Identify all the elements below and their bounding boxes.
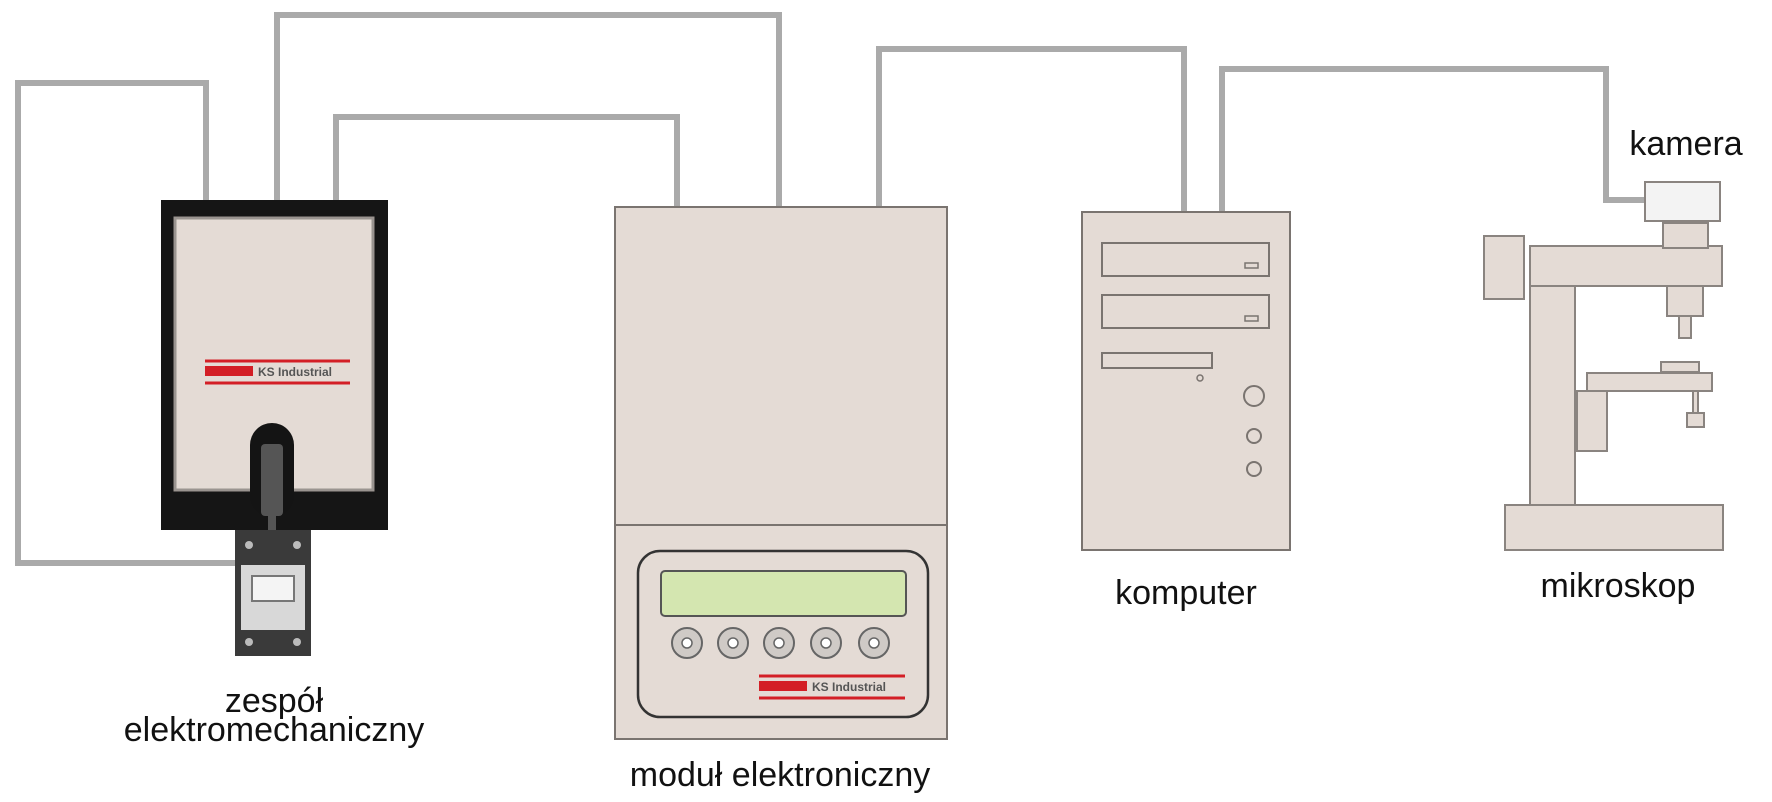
microscope-base [1504, 504, 1724, 551]
microscope-stage-support [1576, 390, 1608, 452]
screw-icon [245, 541, 253, 549]
microscope [1483, 181, 1724, 551]
microscope-lens [1678, 315, 1692, 339]
panel-button-4 [810, 627, 842, 659]
panel-button-5 [858, 627, 890, 659]
camera-icon [1644, 181, 1721, 222]
floppy-led [1196, 374, 1204, 382]
microscope-focus-rod [1692, 390, 1699, 414]
actuator-rod [261, 444, 283, 516]
label-komputer: komputer [1115, 574, 1257, 612]
microscope-stage-top [1660, 361, 1700, 373]
computer-tower [1081, 211, 1291, 551]
floppy-slot [1101, 352, 1213, 369]
brand-logo-text: KS Industrial [258, 365, 332, 379]
cable-modul-to-komputer [876, 46, 1187, 212]
electronic-module: KS Industrial [614, 206, 948, 740]
screw-icon [245, 638, 253, 646]
microscope-head [1662, 222, 1709, 249]
brand-logo-text: KS Industrial [812, 680, 886, 694]
label-modul: moduł elektroniczny [629, 756, 931, 794]
screw-icon [293, 541, 301, 549]
drive-bay-2-led [1244, 315, 1259, 322]
microscope-pillar [1529, 279, 1576, 506]
electromechanical-unit: KS Industrial [161, 200, 388, 656]
drive-bay-2 [1101, 294, 1270, 329]
screw-icon [293, 638, 301, 646]
panel-button-3 [763, 627, 795, 659]
microscope-objective [1666, 285, 1704, 317]
label-mikroskop: mikroskop [1540, 567, 1696, 605]
label-zespol-line2: elektromechaniczny [123, 711, 425, 749]
lcd-display [660, 570, 907, 617]
cable-zespol-to-modul-outer [274, 12, 782, 207]
label-kamera: kamera [1629, 125, 1743, 163]
microscope-arm-knob [1483, 235, 1525, 300]
panel-button-1 [671, 627, 703, 659]
brand-logo: KS Industrial [759, 674, 905, 700]
reset-button-icon [1246, 428, 1262, 444]
drive-bay-1 [1101, 242, 1270, 277]
cable-zespol-to-modul-inner [333, 114, 680, 207]
button-row [671, 627, 890, 659]
drive-bay-1-led [1244, 262, 1259, 269]
indicator-icon [1246, 461, 1262, 477]
panel-button-2 [717, 627, 749, 659]
cable-zespol-loop [15, 80, 247, 566]
power-button-icon [1243, 385, 1265, 407]
sensor-display [251, 575, 295, 602]
cables [15, 12, 1645, 566]
microscope-focus-knob [1686, 412, 1705, 428]
label-zespol-line1: zespół [224, 682, 324, 720]
cable-komputer-to-kamera [1219, 66, 1645, 212]
microscope-stage [1586, 372, 1713, 392]
brand-logo: KS Industrial [205, 359, 350, 385]
microscope-arm [1529, 245, 1723, 287]
